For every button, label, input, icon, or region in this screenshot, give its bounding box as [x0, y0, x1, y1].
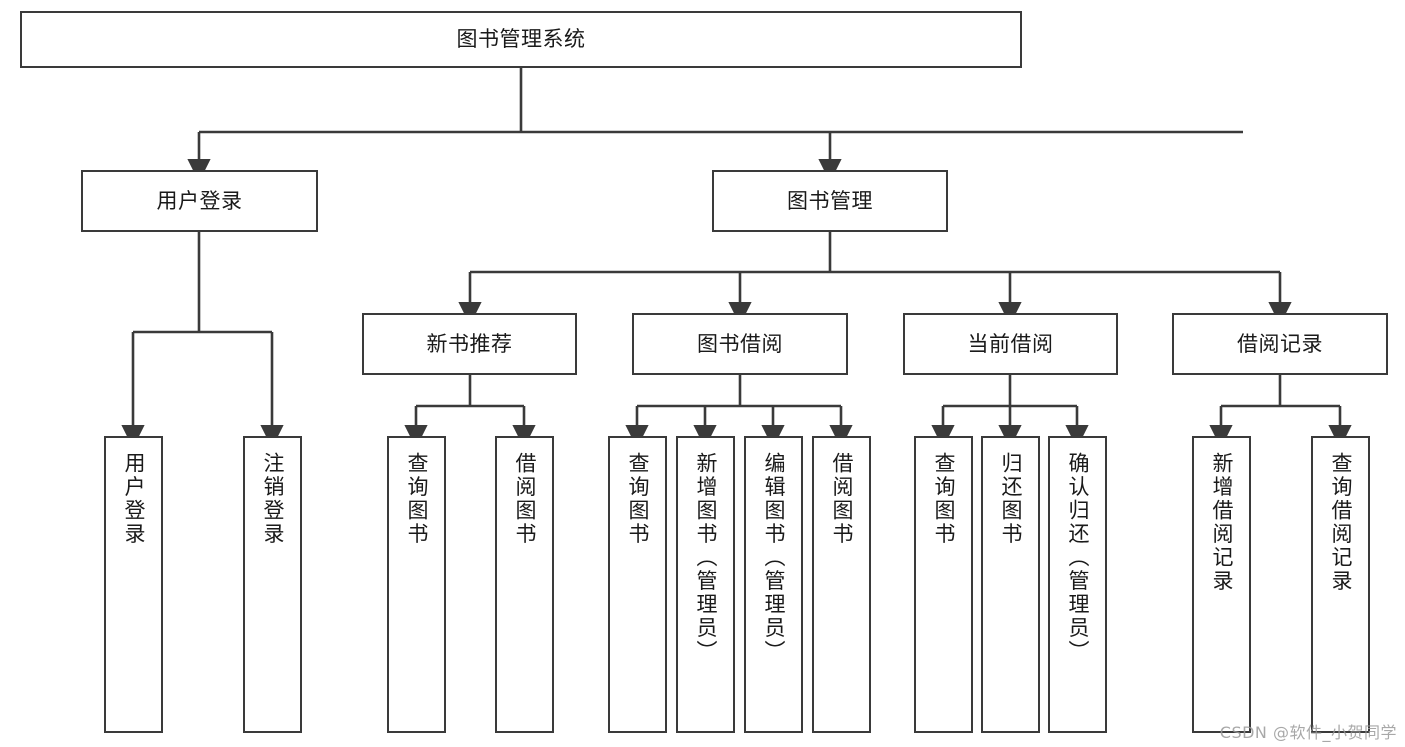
node-leaf-logout[interactable]: 注销登录: [243, 436, 302, 733]
node-leaf-confirm-return-label: 确认归还（管理员）: [1066, 452, 1090, 664]
node-new-book-rec-label: 新书推荐: [426, 331, 513, 356]
node-leaf-query-book-2-label: 查询图书: [626, 452, 650, 546]
node-leaf-add-record-label: 新增借阅记录: [1210, 452, 1234, 593]
node-leaf-query-book-2[interactable]: 查询图书: [608, 436, 667, 733]
watermark: CSDN @软件_小贺同学: [1219, 723, 1397, 742]
node-leaf-borrow-book-1-label: 借阅图书: [513, 452, 537, 546]
node-leaf-user-login[interactable]: 用户登录: [104, 436, 163, 733]
node-leaf-return-book-label: 归还图书: [999, 452, 1023, 546]
node-current-borrow-label: 当前借阅: [967, 331, 1054, 356]
node-leaf-borrow-book-2-label: 借阅图书: [830, 452, 854, 546]
node-root-label: 图书管理系统: [456, 27, 586, 52]
node-leaf-query-record[interactable]: 查询借阅记录: [1311, 436, 1370, 733]
node-borrow-record-label: 借阅记录: [1237, 331, 1323, 356]
node-book-manage[interactable]: 图书管理: [712, 170, 948, 232]
node-leaf-add-book-label: 新增图书（管理员）: [694, 452, 718, 664]
node-leaf-borrow-book-2[interactable]: 借阅图书: [812, 436, 871, 733]
node-book-manage-label: 图书管理: [787, 188, 873, 213]
node-leaf-user-login-label: 用户登录: [122, 452, 146, 546]
node-leaf-add-book[interactable]: 新增图书（管理员）: [676, 436, 735, 733]
node-current-borrow[interactable]: 当前借阅: [903, 313, 1118, 375]
node-leaf-edit-book-label: 编辑图书（管理员）: [762, 452, 786, 664]
node-book-borrow-label: 图书借阅: [697, 331, 783, 356]
node-leaf-logout-label: 注销登录: [261, 452, 285, 546]
node-leaf-edit-book[interactable]: 编辑图书（管理员）: [744, 436, 803, 733]
node-leaf-query-book-3[interactable]: 查询图书: [914, 436, 973, 733]
node-root[interactable]: 图书管理系统: [20, 11, 1022, 68]
node-leaf-query-record-label: 查询借阅记录: [1329, 452, 1353, 593]
node-new-book-rec[interactable]: 新书推荐: [362, 313, 577, 375]
node-leaf-query-book-1[interactable]: 查询图书: [387, 436, 446, 733]
node-borrow-record[interactable]: 借阅记录: [1172, 313, 1388, 375]
node-leaf-return-book[interactable]: 归还图书: [981, 436, 1040, 733]
node-leaf-add-record[interactable]: 新增借阅记录: [1192, 436, 1251, 733]
node-leaf-query-book-1-label: 查询图书: [405, 452, 429, 546]
node-leaf-confirm-return[interactable]: 确认归还（管理员）: [1048, 436, 1107, 733]
node-user-login[interactable]: 用户登录: [81, 170, 318, 232]
node-book-borrow[interactable]: 图书借阅: [632, 313, 848, 375]
node-leaf-query-book-3-label: 查询图书: [932, 452, 956, 546]
node-user-login-label: 用户登录: [156, 188, 243, 213]
node-leaf-borrow-book-1[interactable]: 借阅图书: [495, 436, 554, 733]
